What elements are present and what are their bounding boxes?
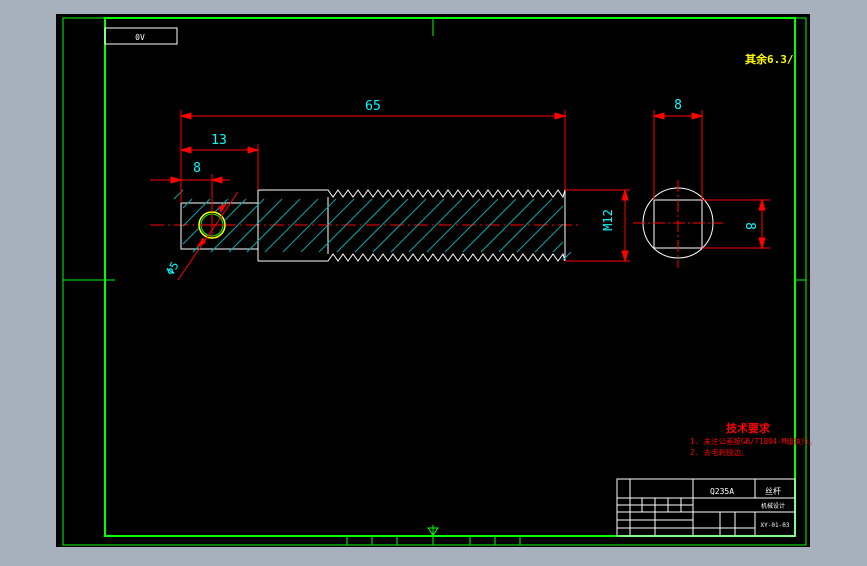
section-hatch <box>173 189 572 261</box>
hole-dim-leader <box>177 191 239 281</box>
thread-dim <box>565 188 630 263</box>
drawing-number-text: XY-01-03 <box>761 522 790 529</box>
shoulder-length-text: 13 <box>211 133 227 148</box>
overall-length-text: 65 <box>365 99 381 114</box>
company-text: 机械设计 <box>761 502 785 510</box>
cross-hole <box>198 211 226 239</box>
end-view <box>633 180 723 268</box>
overall-length-dim <box>179 110 567 203</box>
material-text: Q235A <box>710 487 734 496</box>
square-width-dim <box>652 110 704 200</box>
hole-position-text: 8 <box>193 161 201 176</box>
center-marks <box>63 18 806 545</box>
tech-req-title: 技术要求 <box>726 421 771 435</box>
title-block <box>616 478 796 537</box>
hole-position-dim <box>150 174 230 212</box>
tech-req-line-1: 1. 未注公差按GB/T1804-M级执行。 <box>690 436 816 446</box>
code-box <box>104 27 178 45</box>
bottom-ruler-ticks <box>346 536 521 545</box>
part-name-text: 丝杆 <box>765 486 781 496</box>
tech-req-line-2: 2. 去毛刺锐边。 <box>690 447 749 457</box>
shoulder-length-dim <box>179 144 260 190</box>
model-space <box>56 14 810 547</box>
hole-diameter-dim: Φ5 <box>164 259 182 277</box>
square-width-text: 8 <box>674 98 682 113</box>
square-height-text: 8 <box>742 222 757 230</box>
code-box-text: 0V <box>135 33 145 42</box>
shaft-left-section <box>180 202 259 250</box>
inner-frame <box>104 17 796 537</box>
thread-dim-text: M12 <box>601 209 615 231</box>
square-height-dim <box>702 198 770 250</box>
surface-finish-note: 其余6.3/ <box>745 52 794 66</box>
